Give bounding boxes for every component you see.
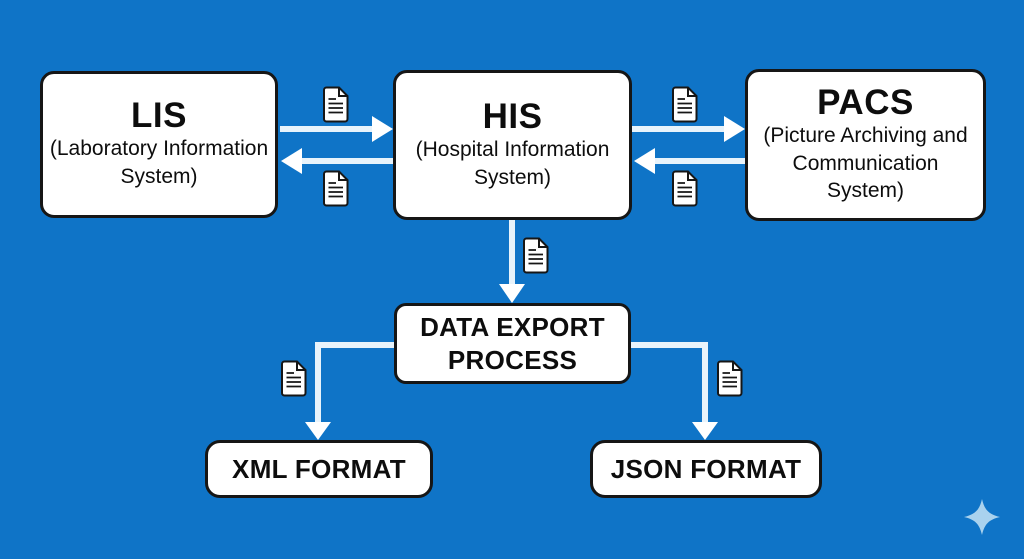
arrow-export-to-json [630,342,718,440]
node-his: HIS (Hospital Information System) [393,70,632,220]
document-icon [671,86,698,123]
node-json-format: JSON FORMAT [590,440,822,498]
document-icon [671,170,698,207]
node-pacs: PACS (Picture Archiving and Communicatio… [745,69,986,221]
lis-abbr: LIS [131,96,187,136]
document-icon [522,237,549,274]
arrow-export-to-xml [305,342,395,440]
arrow-pacs-to-his [634,148,745,174]
document-icon [322,170,349,207]
arrow-his-to-export [499,219,525,303]
pacs-abbr: PACS [817,82,914,122]
arrow-his-to-pacs [632,116,745,142]
his-abbr: HIS [482,96,543,136]
lis-full-name: (Laboratory Information System) [49,137,269,188]
data-export-process-label: DATA EXPORT PROCESS [420,312,605,375]
node-xml-format: XML FORMAT [205,440,433,498]
document-icon [716,360,743,397]
document-icon [322,86,349,123]
arrow-lis-to-his [280,116,393,142]
json-format-label: JSON FORMAT [610,453,802,484]
node-data-export-process: DATA EXPORT PROCESS [394,303,631,384]
document-icon [280,360,307,397]
node-lis: LIS (Laboratory Information System) [40,71,278,218]
sparkle-icon [962,497,1002,537]
xml-format-label: XML FORMAT [232,453,406,484]
pacs-full-name: (Picture Archiving and Communication Sys… [763,123,968,203]
his-full-name: (Hospital Information System) [415,137,610,189]
